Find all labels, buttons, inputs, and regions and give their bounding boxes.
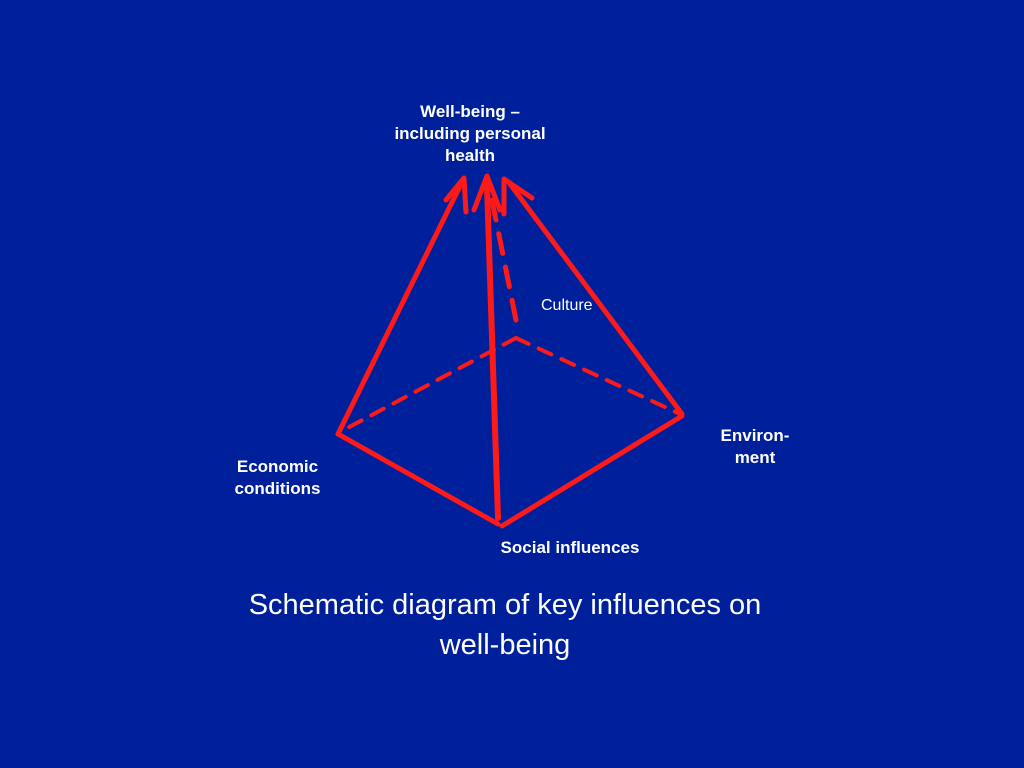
label-well-being-line-3: health — [444, 146, 496, 165]
label-environment-line-1: Environ- — [720, 426, 790, 445]
caption-line-2: well-being — [439, 629, 571, 661]
label-economic-line-2: conditions — [234, 479, 321, 498]
arrowhead-social — [471, 173, 503, 213]
label-well-being-line-1: Well-being – — [420, 102, 520, 121]
diagram-caption: Schematic diagram of key influences on w… — [180, 585, 830, 665]
edge-culture-economic — [338, 336, 518, 434]
label-environment: Environ- ment — [700, 425, 810, 469]
label-culture: Culture — [541, 297, 593, 314]
label-economic-line-1: Economic — [236, 457, 319, 476]
label-well-being: Well-being – including personal health — [370, 101, 570, 167]
label-environment-line-2: ment — [734, 448, 776, 467]
caption-line-1: Schematic diagram of key influences on — [248, 589, 762, 621]
label-well-being-line-2: including personal — [394, 124, 546, 143]
arrow-economic-apex — [335, 179, 465, 437]
edge-environment-social — [499, 413, 685, 529]
edge-culture-apex — [487, 187, 519, 323]
arrow-social-apex — [484, 183, 501, 521]
arrow-environment-apex — [507, 181, 685, 417]
arrowhead-environment — [501, 176, 535, 217]
arrowhead-economic — [443, 175, 469, 215]
edge-economic-social — [335, 431, 501, 527]
label-economic-conditions: Economic conditions — [210, 456, 345, 500]
edge-culture-environment — [514, 336, 682, 416]
label-social-influences: Social influences — [500, 538, 640, 557]
